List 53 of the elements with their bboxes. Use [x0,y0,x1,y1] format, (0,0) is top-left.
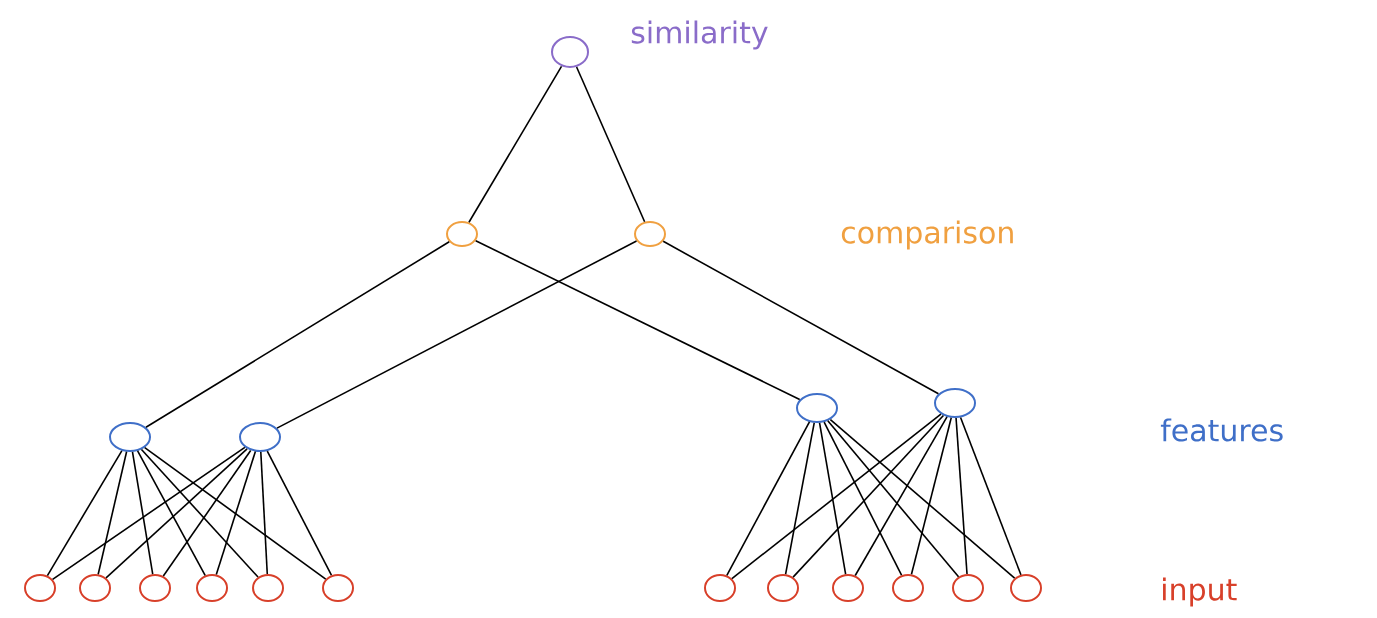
connection-line [51,446,246,581]
neuron-circle [1010,574,1042,602]
connection-line [266,450,333,577]
connection-line [136,450,206,577]
connection-line [823,421,903,576]
connection-line [818,422,847,575]
connection-line [955,417,968,575]
connection-line [143,446,327,580]
neuron-circle [892,574,924,602]
connection-line [854,416,948,577]
connection-line [959,416,1022,576]
connection-line [46,450,123,577]
layer-label: input [1163,577,1237,607]
connection-line [468,65,563,224]
neuron-circle [239,422,281,452]
neuron-circle [634,221,666,247]
connection-line [276,240,638,429]
connection-line [162,449,252,577]
neuron-circle [139,574,171,602]
connection-line [260,451,269,575]
neuron-circle [952,574,984,602]
connection-line [215,450,257,576]
connection-line [474,239,801,401]
neuron-circle [767,574,799,602]
connection-line [792,414,945,578]
neuron-circle [322,574,354,602]
neuron-circle [934,388,976,418]
connection-line [140,448,259,578]
neuron-circle [796,393,838,423]
neuron-circle [109,422,151,452]
connection-line [145,241,451,429]
connection-line [131,451,154,575]
neuron-circle [551,36,589,68]
layer-label: similarity [631,20,768,50]
connection-line [575,66,646,223]
layer-label: comparison [841,220,1013,250]
connection-line [910,416,953,576]
neuron-circle [446,221,478,247]
neuron-circle [252,574,284,602]
connection-line [827,420,960,578]
neuron-circle [704,574,736,602]
connection-line [97,450,128,576]
connection-line [731,413,942,580]
connection-line [105,448,248,579]
neuron-circle [196,574,228,602]
neuron-circle [832,574,864,602]
connection-line [829,418,1016,579]
neuron-circle [24,574,56,602]
connection-line [726,421,811,577]
connection-line [784,422,815,575]
layer-label: features [1160,418,1283,442]
neuron-circle [79,574,111,602]
connection-line [662,240,940,395]
